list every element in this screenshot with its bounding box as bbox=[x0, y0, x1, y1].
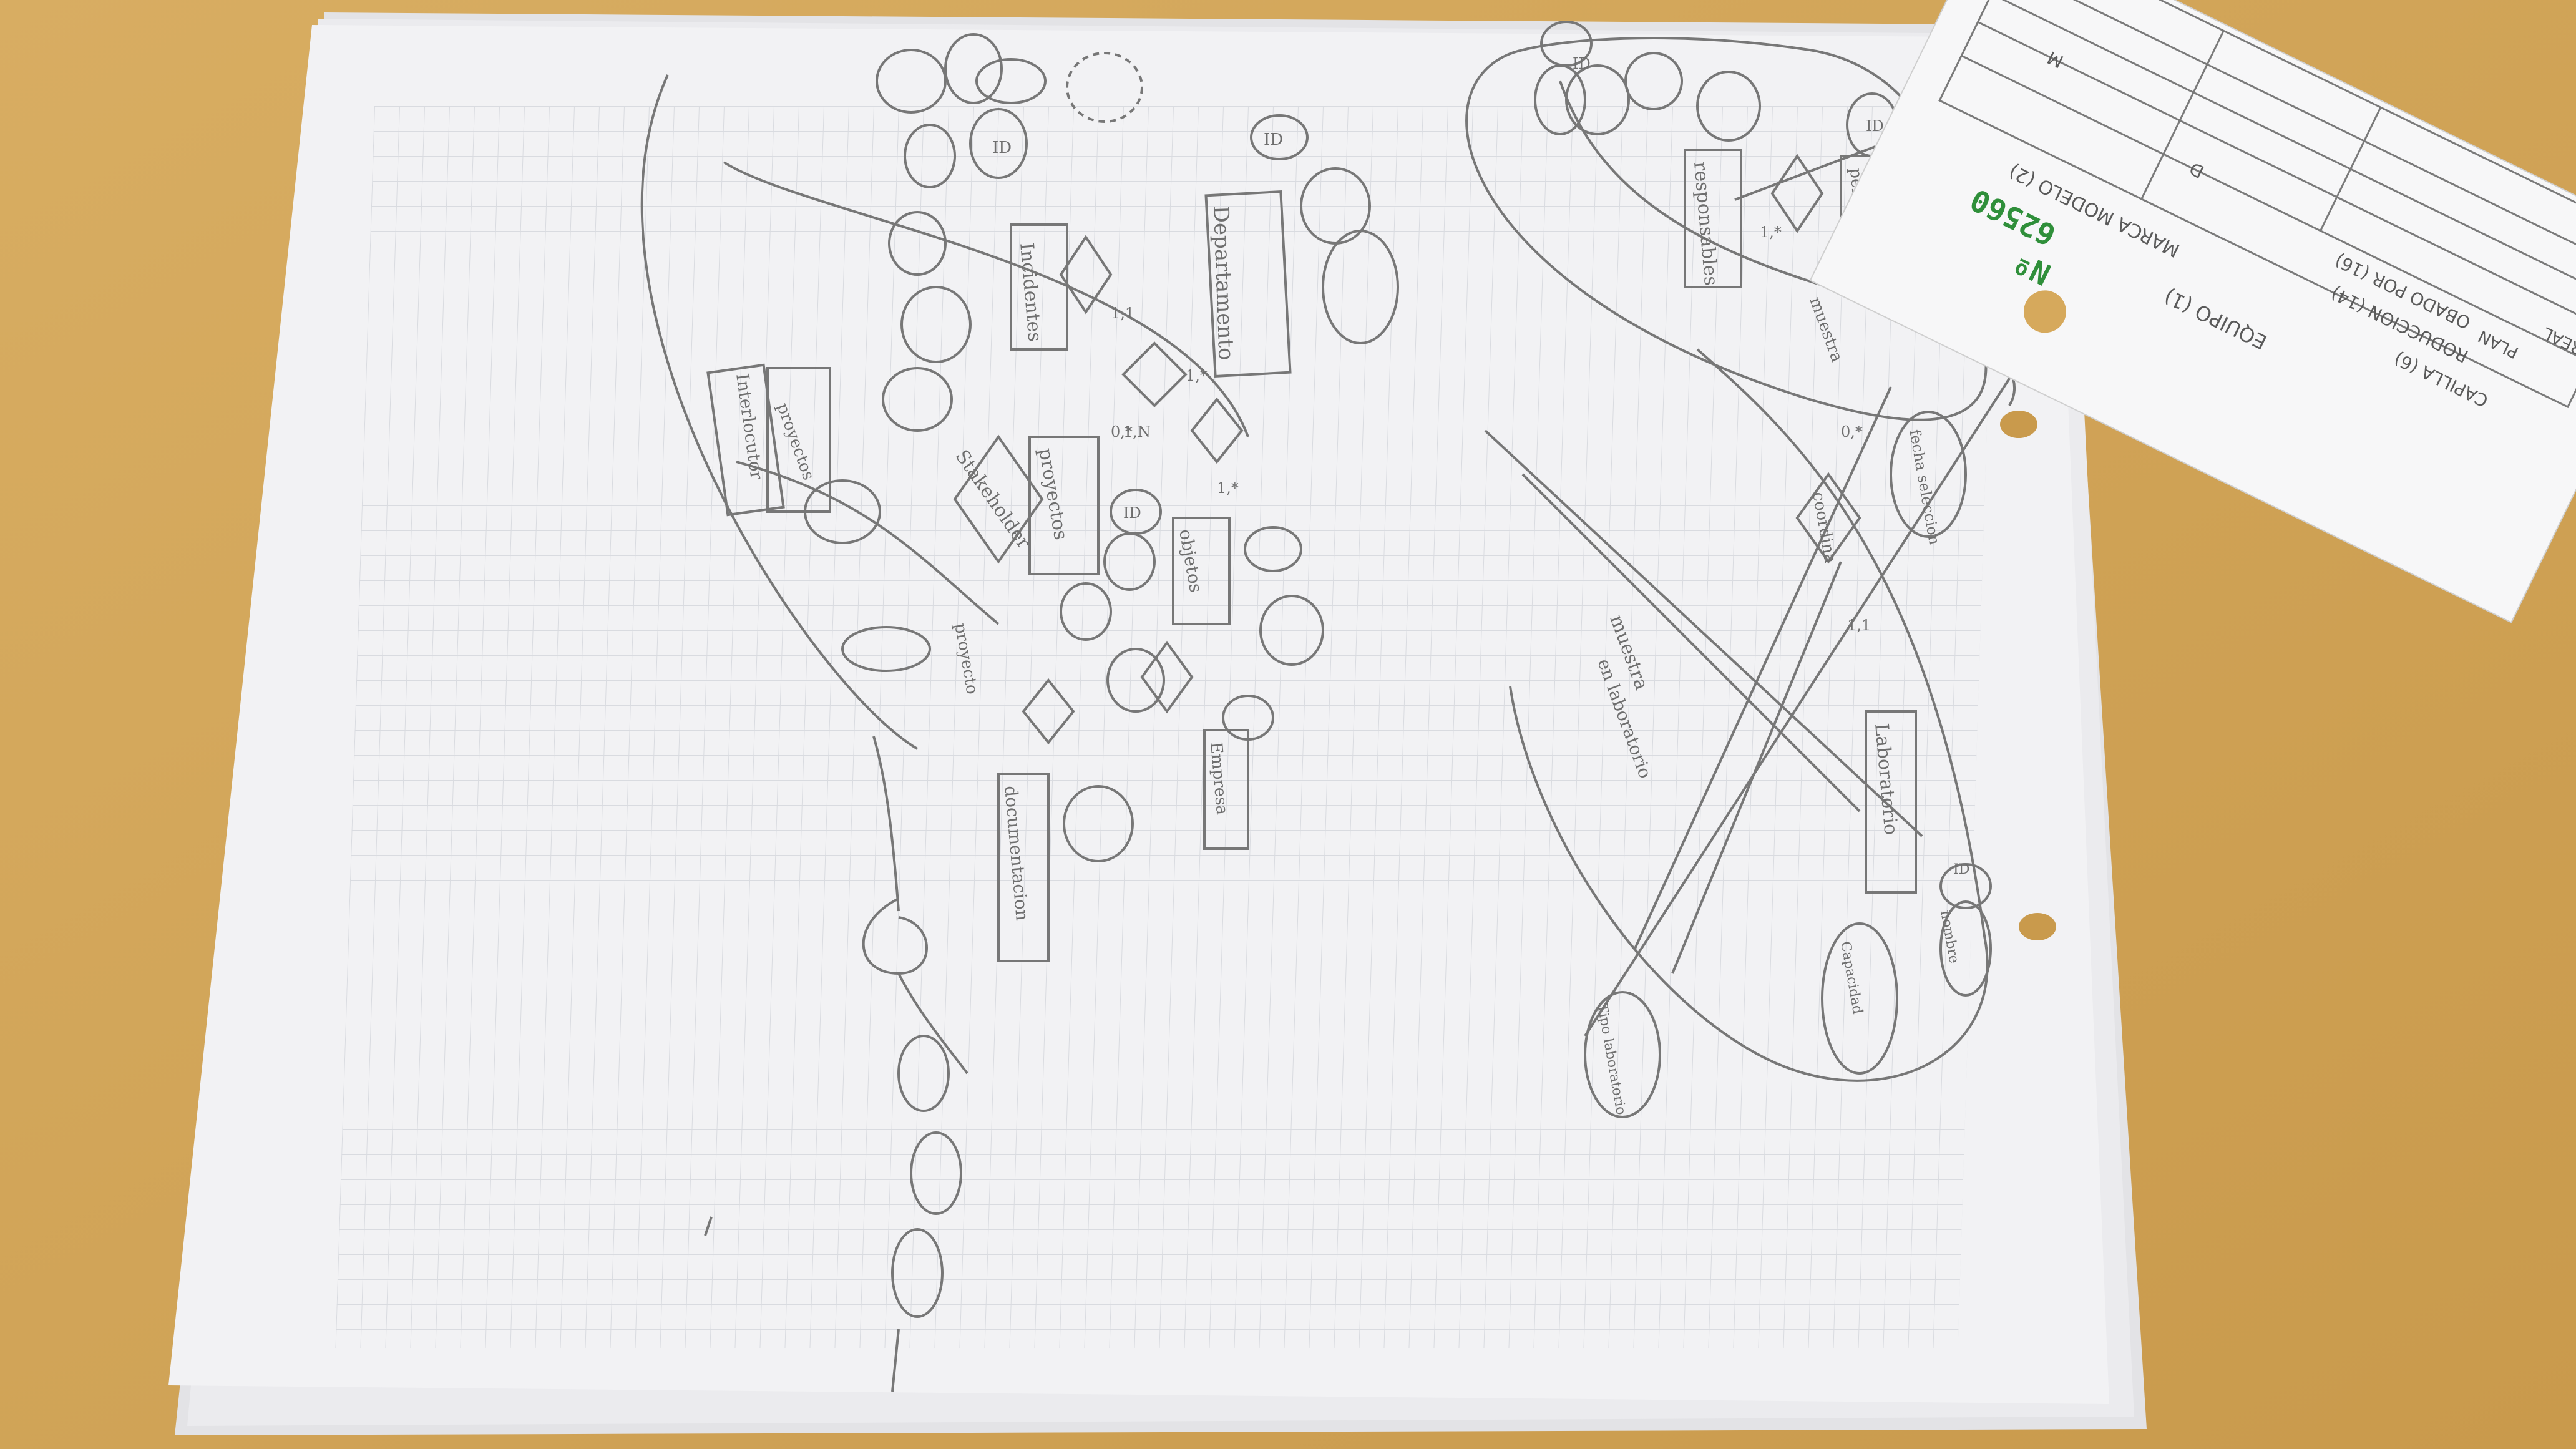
left-er-diagram bbox=[640, 33, 1399, 1392]
svg-text:Departamento: Departamento bbox=[1208, 205, 1239, 361]
binder-hole-bottom bbox=[2019, 913, 2056, 940]
svg-text:ID: ID bbox=[1866, 117, 1884, 135]
svg-text:1,1: 1,1 bbox=[1111, 305, 1134, 322]
punch-hole bbox=[2023, 290, 2066, 333]
grid-area bbox=[335, 106, 1997, 1348]
svg-text:ID: ID bbox=[992, 139, 1012, 157]
svg-text:ID: ID bbox=[1264, 130, 1283, 149]
svg-text:1,N: 1,N bbox=[1123, 423, 1151, 441]
svg-text:1,*: 1,* bbox=[1217, 479, 1239, 497]
svg-text:1,*: 1,* bbox=[1186, 367, 1208, 384]
svg-text:ID: ID bbox=[1953, 862, 1969, 877]
stamped-form-sheet: EQUIPO (1) MARCA MODELO (2) PLAN REAL RO… bbox=[1809, 0, 2576, 623]
svg-text:0,*: 0,* bbox=[1841, 423, 1863, 441]
binder-hole-top bbox=[2000, 411, 2037, 438]
svg-text:0,*: 0,* bbox=[1111, 423, 1133, 441]
svg-text:1,1: 1,1 bbox=[1847, 617, 1871, 634]
svg-text:ID: ID bbox=[1573, 55, 1591, 72]
svg-text:1,*: 1,* bbox=[1760, 223, 1782, 241]
svg-text:ID: ID bbox=[1123, 504, 1141, 522]
